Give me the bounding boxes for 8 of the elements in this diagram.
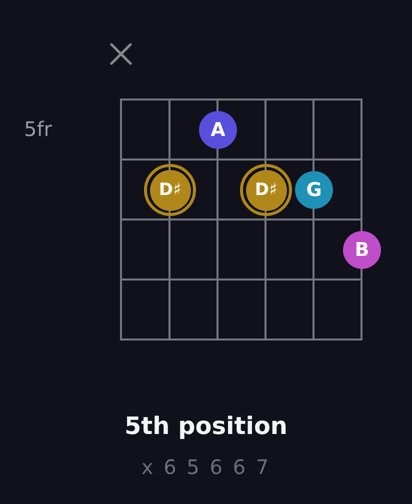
note-marker: B [343, 231, 381, 269]
note-marker: A [199, 111, 237, 149]
fret-number-label: 5fr [24, 117, 52, 141]
fingering-caption: x 6 5 6 6 7 [141, 455, 271, 479]
chord-title: 5th position [124, 412, 288, 440]
root-note-marker: D♯ [144, 164, 196, 216]
note-marker: G [295, 171, 333, 209]
root-note-marker: D♯ [240, 164, 292, 216]
